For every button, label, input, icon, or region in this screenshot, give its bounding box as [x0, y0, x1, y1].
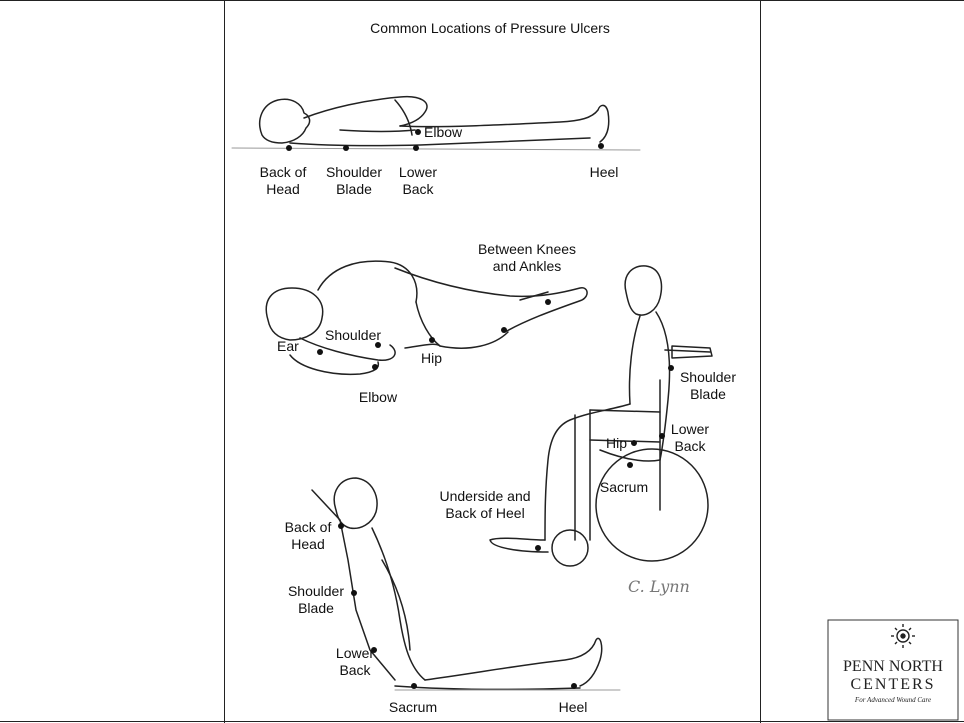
artist-signature: C. Lynn	[628, 577, 690, 596]
label-sacrum: Sacrum	[389, 699, 437, 715]
diagram-title: Common Locations of Pressure Ulcers	[370, 20, 610, 36]
wheelchair-markers	[535, 365, 674, 551]
label-heel: Heel	[590, 164, 619, 180]
penn-north-logo: PENN NORTH CENTERS For Advanced Wound Ca…	[828, 620, 958, 720]
semi-reclined-markers	[338, 523, 577, 689]
label-hip: Hip	[421, 350, 442, 366]
label-shoulder: Shoulder	[325, 327, 381, 343]
label-ear: Ear	[277, 338, 299, 354]
label-heel: Heel	[559, 699, 588, 715]
label-elbow: Elbow	[359, 389, 398, 405]
logo-line-2: CENTERS	[850, 676, 935, 693]
label-sacrum: Sacrum	[600, 479, 648, 495]
logo-line-1: PENN NORTH	[843, 658, 943, 675]
label-hip: Hip	[606, 435, 627, 451]
label-elbow: Elbow	[424, 124, 463, 140]
logo-line-3: For Advanced Wound Care	[854, 696, 931, 704]
